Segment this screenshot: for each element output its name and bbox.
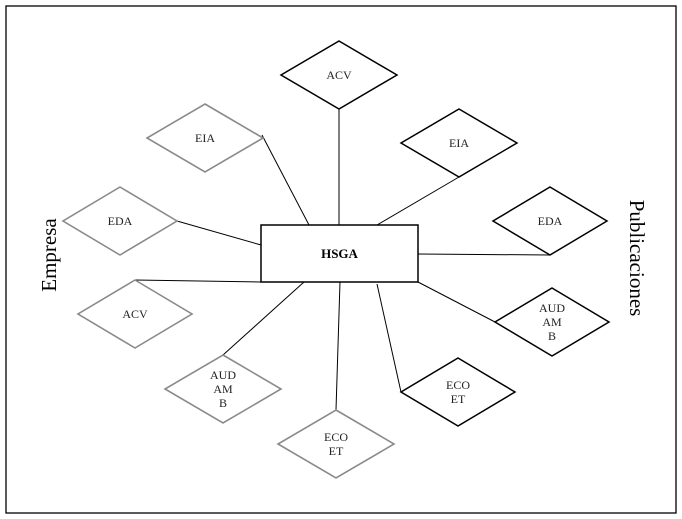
label-empresa-eda-0: EDA	[108, 214, 133, 228]
edge-pub-ecoet	[376, 283, 402, 393]
edge-pub-eia	[376, 176, 460, 226]
edge-empresa-eda	[176, 220, 262, 246]
side-label-publicaciones: Publicaciones	[625, 200, 649, 317]
center-node-box	[260, 224, 419, 283]
node-empresa-eia: EIA	[145, 103, 265, 173]
diamond-pub-eda	[491, 186, 609, 256]
edges	[134, 109, 551, 411]
diamond-pub-ecoet	[399, 357, 517, 427]
edge-empresa-acv	[134, 279, 262, 283]
diamond-empresa-eia	[145, 103, 265, 173]
label-empresa-audamb-2: B	[219, 396, 227, 410]
label-pub-eia-0: EIA	[449, 136, 469, 150]
diamond-pub-audamb	[493, 287, 611, 357]
label-empresa-audamb-0: AUD	[210, 368, 236, 382]
edge-empresa-eia	[261, 134, 310, 226]
edge-pub-eda	[417, 253, 551, 256]
label-empresa-acv-0: ACV	[122, 307, 148, 321]
side-label-empresa: Empresa	[37, 218, 61, 292]
edge-pub-audamb	[417, 281, 496, 323]
diamond-pub-acv	[279, 40, 399, 110]
diamond-pub-eia	[399, 108, 519, 178]
center-node-label: HSGA	[321, 246, 358, 261]
edge-empresa-ecoet	[335, 281, 341, 411]
diagram-frame	[5, 5, 677, 514]
node-pub-acv: ACV	[279, 40, 399, 110]
label-pub-audamb-2: B	[548, 329, 556, 343]
diamond-empresa-acv	[76, 279, 194, 349]
node-pub-eda: EDA	[491, 186, 609, 256]
diamond-empresa-audamb	[163, 354, 283, 424]
label-pub-eda-0: EDA	[538, 214, 563, 228]
node-pub-eia: EIA	[399, 108, 519, 178]
edge-empresa-audamb	[222, 281, 305, 356]
label-empresa-eia-0: EIA	[195, 131, 215, 145]
node-empresa-acv: ACV	[76, 279, 194, 349]
node-empresa-eda: EDA	[61, 186, 179, 256]
label-pub-acv-0: ACV	[326, 68, 352, 82]
label-pub-audamb-1: AM	[542, 315, 562, 329]
diamond-empresa-ecoet	[276, 409, 396, 479]
label-empresa-audamb-1: AM	[213, 382, 233, 396]
label-pub-ecoet-1: ET	[451, 392, 466, 406]
diamond-empresa-eda	[61, 186, 179, 256]
label-empresa-ecoet-0: ECO	[324, 430, 348, 444]
label-empresa-ecoet-1: ET	[329, 444, 344, 458]
label-pub-ecoet-0: ECO	[446, 378, 470, 392]
label-pub-audamb-0: AUD	[539, 301, 565, 315]
